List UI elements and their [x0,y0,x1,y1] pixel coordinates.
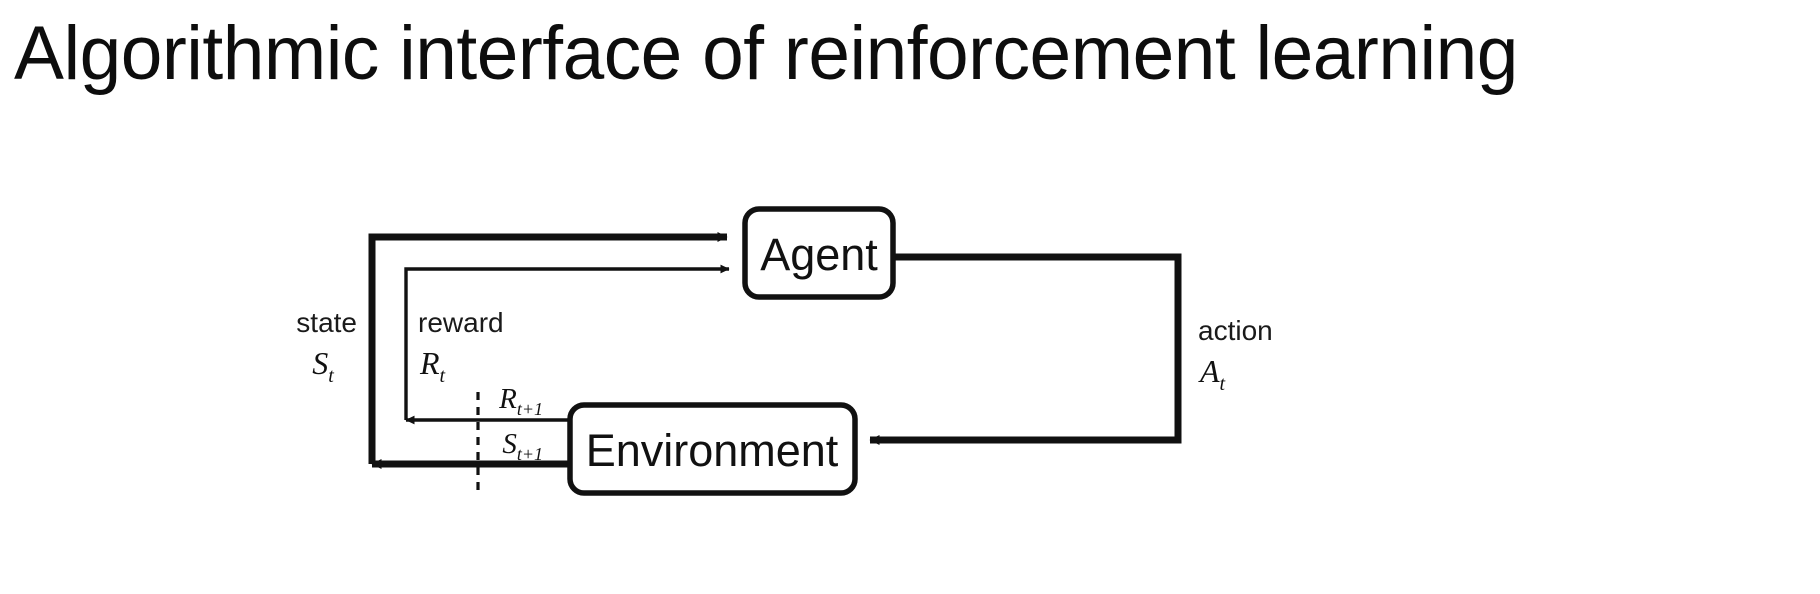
agent-box [742,206,896,300]
state-next-symbol-base: S [502,428,517,460]
page-title: Algorithmic interface of reinforcement l… [14,11,1518,96]
edge-state [368,231,728,464]
reward-symbol-subscript: t [440,365,446,387]
agent-label: Agent [760,229,878,280]
state-next-symbol-subscript: t+1 [517,444,543,464]
environment-label: Environment [586,425,839,476]
environment-box [567,402,858,496]
action-symbol-subscript: t [1220,373,1226,395]
label-state: state St [296,307,357,387]
action-symbol-base: A [1198,353,1220,389]
state-symbol-subscript: t [328,365,334,387]
label-action: action At [1198,315,1273,395]
label-reward-next: Rt+1 [498,383,543,419]
label-reward: reward Rt [418,307,504,387]
label-state-next: St+1 [502,428,543,464]
agent-node[interactable]: Agent [742,206,896,300]
edge-action [793,253,1182,446]
reward-next-symbol: Rt+1 [498,383,543,419]
reward-word: reward [418,307,504,338]
environment-node[interactable]: Environment [567,402,858,496]
reward-next-symbol-subscript: t+1 [517,399,543,419]
state-word: state [296,307,357,338]
action-symbol: At [1198,353,1226,395]
reward-symbol: Rt [419,345,446,387]
state-symbol-base: S [312,345,328,381]
edge-reward [404,264,730,420]
state-next-symbol: St+1 [502,428,543,464]
state-symbol: St [312,345,334,387]
reward-next-symbol-base: R [498,383,517,415]
reward-symbol-base: R [419,345,440,381]
action-word: action [1198,315,1273,346]
